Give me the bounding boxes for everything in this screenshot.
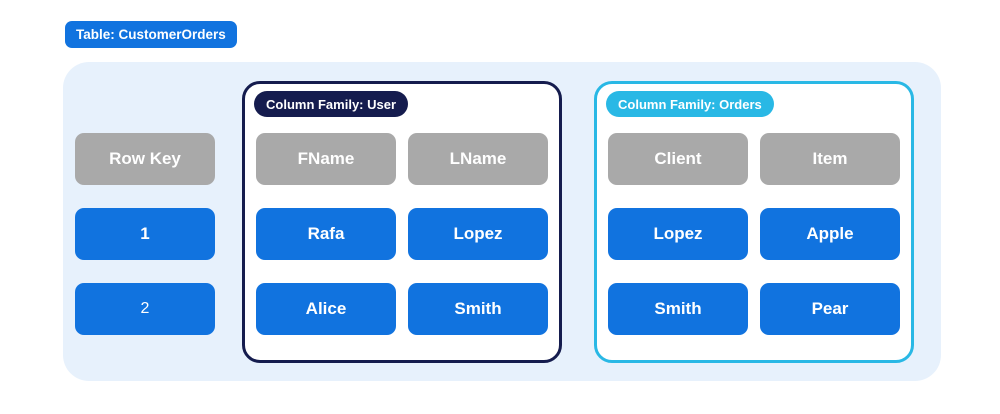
column-family-user-box: Column Family: User FName LName Rafa Lop… (242, 81, 562, 363)
orders-cell-item-row2: Pear (760, 283, 900, 335)
table-name-badge: Table: CustomerOrders (65, 21, 237, 48)
row-key-cell-1: 1 (75, 208, 215, 260)
column-header-fname: FName (256, 133, 396, 185)
column-header-lname: LName (408, 133, 548, 185)
user-cell-lname-row2: Smith (408, 283, 548, 335)
column-family-orders-box: Column Family: Orders Client Item Lopez … (594, 81, 914, 363)
column-header-client: Client (608, 133, 748, 185)
orders-cell-client-row1: Lopez (608, 208, 748, 260)
user-cell-fname-row2: Alice (256, 283, 396, 335)
column-family-orders-badge: Column Family: Orders (606, 91, 774, 117)
orders-cell-client-row2: Smith (608, 283, 748, 335)
orders-cell-item-row1: Apple (760, 208, 900, 260)
row-key-header: Row Key (75, 133, 215, 185)
user-cell-fname-row1: Rafa (256, 208, 396, 260)
user-cell-lname-row1: Lopez (408, 208, 548, 260)
row-key-cell-2: 2 (75, 283, 215, 335)
column-header-item: Item (760, 133, 900, 185)
column-family-user-badge: Column Family: User (254, 91, 409, 117)
